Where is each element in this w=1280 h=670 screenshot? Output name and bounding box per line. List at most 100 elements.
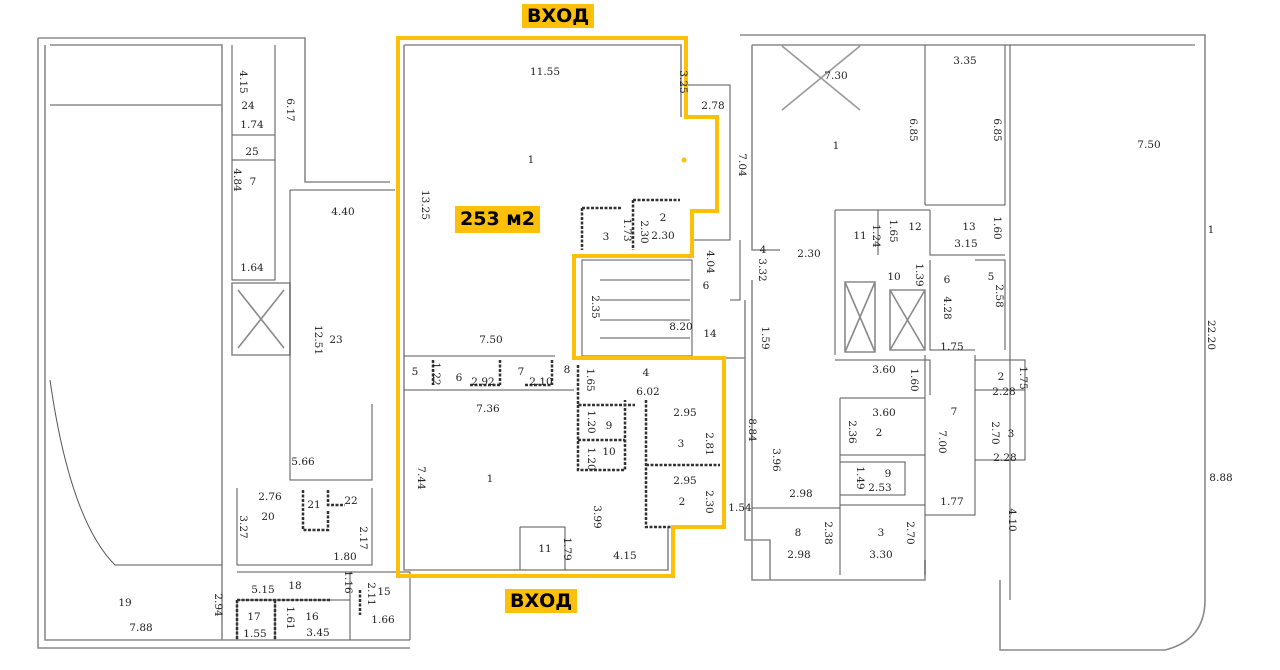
room-dimension-label: 2.58 <box>993 284 1005 307</box>
room-dimension-label: 2.70 <box>904 521 916 544</box>
room-dimension-label: 16 <box>305 611 319 623</box>
room-dimension-label: 8.20 <box>669 321 692 333</box>
room-dimension-label: 4 <box>760 244 767 256</box>
room-dimension-label: 1.59 <box>759 326 771 349</box>
room-dimension-label: 1.75 <box>940 341 963 353</box>
room-dimension-label: 22.20 <box>1205 320 1217 350</box>
room-dimension-label: 1.60 <box>908 368 920 391</box>
room-dimension-label: 1.49 <box>854 466 866 489</box>
room-dimension-label: 1.65 <box>584 368 596 391</box>
room-dimension-label: 22 <box>344 495 357 507</box>
room-dimension-label: 25 <box>245 146 258 158</box>
room-dimension-label: 7.04 <box>736 153 748 177</box>
room-dimension-label: 20 <box>261 511 274 523</box>
room-dimension-label: 6.17 <box>284 98 296 121</box>
room-dimension-label: 15 <box>377 586 390 598</box>
room-dimension-label: 3.35 <box>953 55 976 67</box>
room-dimension-label: 8 <box>795 527 802 539</box>
room-dimension-label: 4.84 <box>231 168 243 192</box>
room-dimension-label: 11 <box>853 230 866 242</box>
room-dimension-label: 2.98 <box>789 488 812 500</box>
room-dimension-label: 2.53 <box>868 482 891 494</box>
entrance-top-label: ВХОД <box>522 4 595 28</box>
room-dimension-label: 3.45 <box>306 627 329 639</box>
room-dimension-label: 10 <box>887 271 900 283</box>
room-dimension-label: 2.95 <box>673 475 696 487</box>
room-dimension-label: 2.30 <box>651 230 674 242</box>
room-dimension-label: 6 <box>944 274 951 286</box>
room-dimension-label: 2.30 <box>703 490 715 513</box>
room-dimension-label: 7.88 <box>129 622 152 634</box>
room-dimension-label: 6 <box>703 280 710 292</box>
room-dimension-label: 9 <box>606 420 613 432</box>
room-dimension-label: 1.20 <box>585 410 597 433</box>
room-dimension-label: 7.36 <box>476 403 500 415</box>
room-dimension-label: 4 <box>643 367 650 379</box>
room-dimension-label: 13.25 <box>419 190 431 220</box>
room-dimension-label: 4.28 <box>941 296 953 319</box>
room-dimension-label: 6.85 <box>907 118 919 141</box>
room-dimension-label: 2.98 <box>787 549 810 561</box>
room-dimension-label: 2.95 <box>673 407 696 419</box>
room-dimension-label: 1.22 <box>430 362 442 385</box>
room-dimension-label: 5.66 <box>291 456 315 468</box>
room-dimension-label: 9 <box>885 468 892 480</box>
room-dimension-label: 2.81 <box>703 432 715 455</box>
room-dimension-label: 24 <box>241 100 255 112</box>
room-dimension-label: 4.40 <box>331 206 354 218</box>
room-dimension-label: 2.17 <box>357 526 369 549</box>
room-dimension-label: 2.36 <box>846 420 858 444</box>
room-dimension-label: 7.50 <box>1137 139 1160 151</box>
room-dimension-label: 1 <box>833 140 840 152</box>
room-dimension-label: 1.61 <box>284 606 296 629</box>
room-dimension-label: 4.15 <box>237 70 249 93</box>
room-dimension-label: 23 <box>329 334 342 346</box>
room-dimension-label: 3.60 <box>872 364 895 376</box>
room-dimension-label: 2.92 <box>471 376 494 388</box>
room-dimension-label: 19 <box>118 597 131 609</box>
room-dimension-label: 7.30 <box>824 70 847 82</box>
room-dimension-label: 2.78 <box>701 100 724 112</box>
room-dimension-label: 3.99 <box>591 505 603 528</box>
room-dimension-label: 3.60 <box>872 407 895 419</box>
room-dimension-label: 1 <box>487 473 494 485</box>
room-dimension-label: 2.38 <box>822 521 834 544</box>
room-dimension-label: 1.75 <box>1017 366 1029 389</box>
room-dimension-label: 2.10 <box>529 376 552 388</box>
room-dimension-label: 1 <box>528 154 535 166</box>
room-dimension-label: 5 <box>988 271 995 283</box>
room-dimension-label: 5.15 <box>251 584 274 596</box>
room-dimension-label: 2.70 <box>989 421 1001 444</box>
room-dimension-label: 6.02 <box>636 386 659 398</box>
room-dimension-label: 3 <box>878 527 885 539</box>
room-dimension-label: 1.24 <box>870 224 882 248</box>
room-dimension-label: 1.79 <box>561 537 573 560</box>
walls <box>37 34 1206 651</box>
room-dimension-label: 2.28 <box>992 386 1015 398</box>
room-dimension-label: 3.30 <box>869 549 892 561</box>
room-dimension-label: 8.88 <box>1209 472 1232 484</box>
entrance-bottom-label: ВХОД <box>505 589 578 613</box>
room-dimension-label: 3.27 <box>237 515 249 538</box>
room-dimension-label: 1.20 <box>585 447 597 470</box>
room-dimension-label: 1.55 <box>243 628 266 640</box>
room-dimension-label: 11 <box>538 543 551 555</box>
room-dimension-label: 3.15 <box>954 238 977 250</box>
room-dimension-label: 7.50 <box>479 334 502 346</box>
room-dimension-label: 12 <box>908 221 921 233</box>
area-label: 253 м2 <box>455 206 541 233</box>
highlighted-premises-outline <box>396 36 726 578</box>
room-dimension-label: 4.10 <box>1006 508 1018 531</box>
room-dimension-label: 3.32 <box>756 258 768 281</box>
room-dimension-label: 1.16 <box>342 570 354 594</box>
room-dimension-label: 11.55 <box>530 66 560 78</box>
room-dimension-label: 1.66 <box>371 614 395 626</box>
room-dimension-label: 3 <box>1008 428 1015 440</box>
room-dimension-label: 2 <box>679 496 686 508</box>
room-dimension-label: 21 <box>307 499 320 511</box>
room-dimension-label: 4.04 <box>704 250 716 274</box>
room-dimension-label: 7 <box>951 406 958 418</box>
room-dimension-label: 1.65 <box>887 219 899 242</box>
room-dimension-label: 12.51 <box>312 325 324 355</box>
